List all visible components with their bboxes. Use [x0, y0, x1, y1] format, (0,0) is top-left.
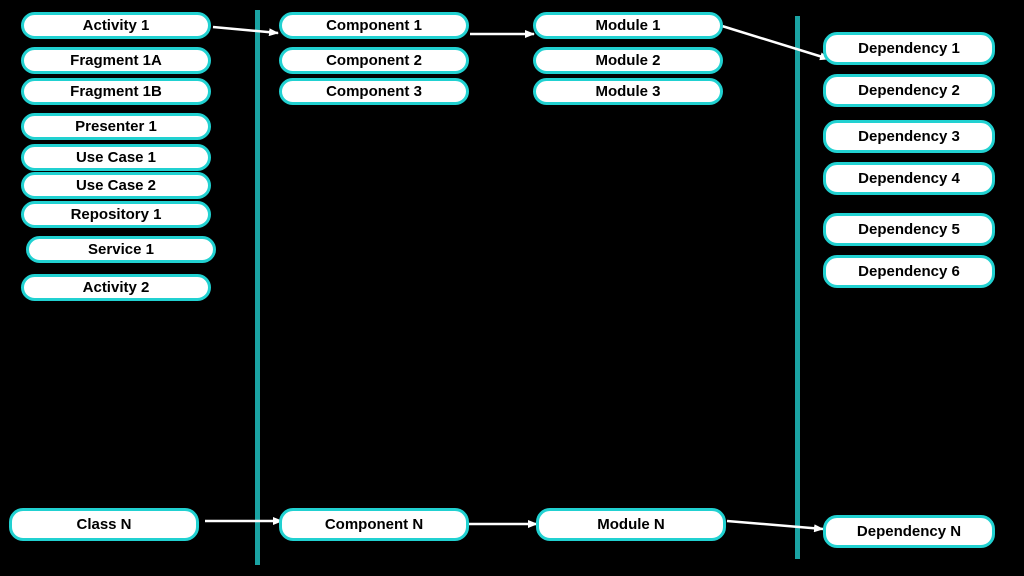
node-component-n: Component N	[279, 508, 469, 541]
node-module-1: Module 1	[533, 12, 723, 39]
node-use-case-1: Use Case 1	[21, 144, 211, 171]
node-component-1: Component 1	[279, 12, 469, 39]
node-module-2: Module 2	[533, 47, 723, 74]
node-dependency-2: Dependency 2	[823, 74, 995, 107]
node-dependency-1: Dependency 1	[823, 32, 995, 65]
node-class-n: Class N	[9, 508, 199, 541]
node-component-2: Component 2	[279, 47, 469, 74]
node-repository-1: Repository 1	[21, 201, 211, 228]
node-activity-1: Activity 1	[21, 12, 211, 39]
node-dependency-5: Dependency 5	[823, 213, 995, 246]
node-component-3: Component 3	[279, 78, 469, 105]
node-presenter-1: Presenter 1	[21, 113, 211, 140]
node-module-3: Module 3	[533, 78, 723, 105]
node-use-case-2: Use Case 2	[21, 172, 211, 199]
node-dependency-4: Dependency 4	[823, 162, 995, 195]
arrow-activity1-component1	[212, 25, 279, 37]
node-module-n: Module N	[536, 508, 726, 541]
node-dependency-3: Dependency 3	[823, 120, 995, 153]
arrow-modulen-dependencyn	[726, 519, 824, 533]
arrow-module1-dependency1	[721, 24, 830, 61]
node-fragment-1b: Fragment 1B	[21, 78, 211, 105]
divider-modules-dependencies	[795, 16, 800, 559]
node-activity-2: Activity 2	[21, 274, 211, 301]
node-dependency-6: Dependency 6	[823, 255, 995, 288]
node-service-1: Service 1	[26, 236, 216, 263]
node-fragment-1a: Fragment 1A	[21, 47, 211, 74]
node-dependency-n: Dependency N	[823, 515, 995, 548]
divider-classes-components	[255, 10, 260, 565]
